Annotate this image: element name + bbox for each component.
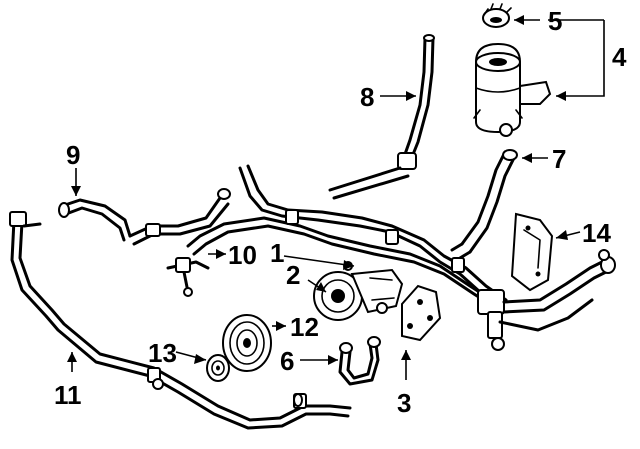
return-hose-part <box>328 34 435 200</box>
callout-13: 13 <box>148 338 177 368</box>
pulley-part <box>222 314 272 372</box>
pressure-line-part <box>186 164 508 310</box>
power-steering-pump-part <box>313 261 404 321</box>
bracket-part <box>510 212 554 292</box>
callout-5: 5 <box>548 6 562 36</box>
callout-2: 2 <box>286 260 300 290</box>
reservoir-part <box>473 42 552 137</box>
callout-12: 12 <box>290 312 319 342</box>
callout-10: 10 <box>228 240 257 270</box>
line-fitting-assembly <box>477 249 616 351</box>
upper-hose-part <box>58 188 231 246</box>
supply-hose-part <box>450 149 518 260</box>
callout-6: 6 <box>280 346 294 376</box>
callout-4: 4 <box>612 42 627 72</box>
lower-line-part <box>9 211 352 430</box>
callout-1: 1 <box>270 238 284 268</box>
pressure-hose-part <box>338 336 381 386</box>
callout-8: 8 <box>360 82 374 112</box>
reservoir-cap-part <box>482 3 512 28</box>
callout-9: 9 <box>66 140 80 170</box>
idler-pulley-part <box>206 354 230 382</box>
fitting-part <box>166 257 210 297</box>
callout-11: 11 <box>54 380 82 410</box>
callout-7: 7 <box>552 144 566 174</box>
callout-14: 14 <box>582 218 611 248</box>
pump-bracket-part <box>401 284 442 342</box>
callout-3: 3 <box>397 388 411 418</box>
leader-arrowheads <box>67 15 568 365</box>
